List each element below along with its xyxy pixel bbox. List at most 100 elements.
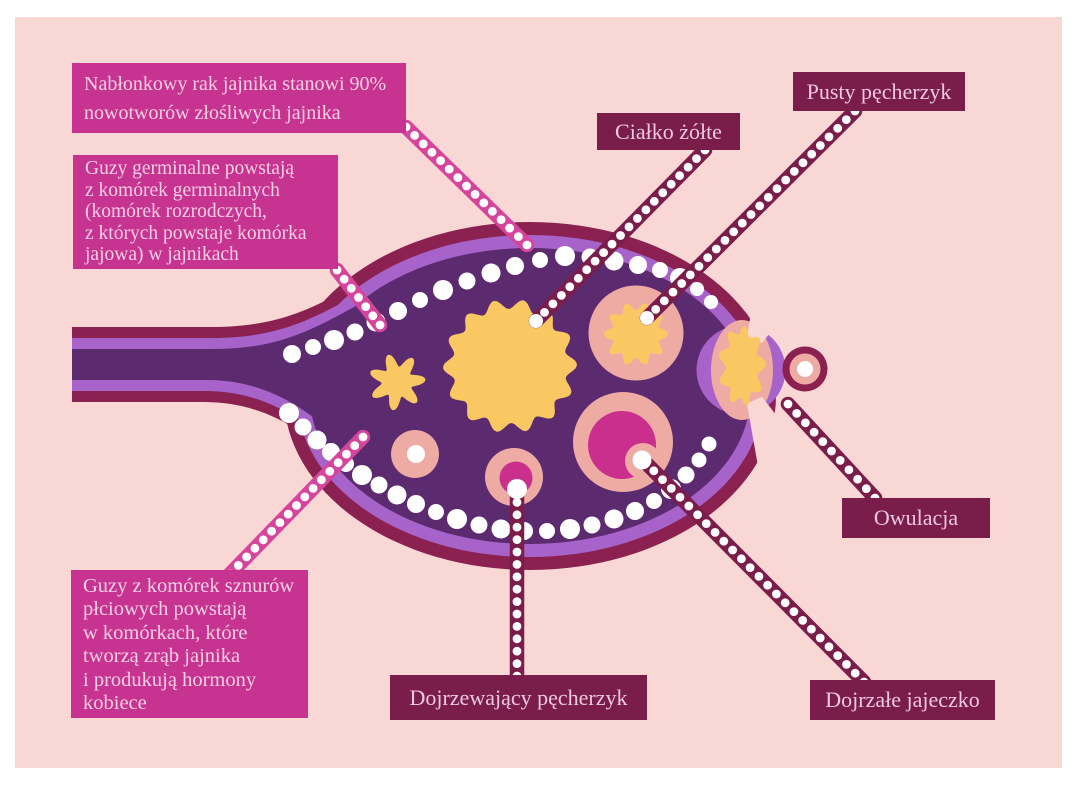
chain-maturing-bead bbox=[512, 634, 522, 644]
chain-mature-egg-bead bbox=[754, 572, 764, 581]
chain-corpus-luteum-bead bbox=[582, 265, 592, 275]
wall-dot bbox=[677, 466, 695, 484]
chain-epithelial-bead bbox=[496, 215, 506, 225]
chain-maturing-bead bbox=[512, 560, 522, 569]
wall-dot bbox=[481, 263, 501, 283]
chain-epithelial-bead bbox=[410, 131, 419, 140]
chain-corpus-luteum-bead bbox=[557, 291, 566, 300]
chain-maturing-bead bbox=[512, 584, 522, 594]
wall-dot bbox=[555, 246, 575, 266]
chain-empty-follicle-bead bbox=[720, 236, 730, 245]
chain-corpus-luteum-bead bbox=[641, 205, 651, 215]
chain-mature-egg-bead bbox=[658, 475, 667, 484]
chain-corpus-luteum-bead bbox=[675, 171, 684, 181]
chain-empty-follicle-bead bbox=[668, 287, 678, 297]
rupture-gap-bottom bbox=[746, 396, 812, 484]
chain-corpus-luteum-bead bbox=[692, 154, 701, 164]
chain-empty-follicle-bead bbox=[659, 296, 669, 306]
chain-mature-egg-bead bbox=[807, 624, 816, 634]
wall-dot bbox=[458, 272, 476, 290]
chain-germinal-bead bbox=[354, 293, 363, 302]
chain-sexcord-bead bbox=[342, 449, 351, 459]
wall-dot bbox=[307, 430, 327, 450]
chain-sexcord-bead bbox=[283, 509, 293, 519]
chain-epithelial-bead bbox=[462, 181, 471, 191]
note-line: (komórek rozrodczych, bbox=[85, 201, 267, 223]
chain-sexcord-bead bbox=[242, 552, 252, 562]
chain-ovulation-bead bbox=[853, 474, 862, 484]
chain-ovulation-bead bbox=[827, 446, 836, 456]
chain-mature-egg-bead bbox=[789, 607, 799, 616]
wall-dot bbox=[389, 302, 407, 320]
wall-dot bbox=[583, 516, 601, 534]
chain-sexcord-bead bbox=[250, 543, 260, 553]
chain-sexcord-bead bbox=[275, 518, 285, 527]
chain-mature-egg-bead bbox=[780, 598, 790, 608]
chain-corpus-luteum-bead bbox=[599, 248, 608, 257]
label-corpus-luteum: Ciałko żółte bbox=[597, 113, 740, 150]
chain-empty-follicle-bead bbox=[651, 305, 661, 314]
wall-dot bbox=[294, 418, 312, 436]
chain-mature-egg-bead bbox=[710, 528, 720, 537]
chain-empty-follicle-bead bbox=[711, 244, 721, 254]
wall-dot bbox=[447, 509, 467, 529]
chain-mature-egg-bead bbox=[701, 519, 711, 528]
wall-dot bbox=[470, 516, 488, 534]
wall-dot bbox=[560, 519, 580, 539]
label-mature-egg: Dojrzałe jajeczko bbox=[810, 680, 995, 720]
chain-maturing-bead bbox=[512, 572, 522, 582]
chain-mature-egg-bead bbox=[693, 510, 702, 520]
wall-dot bbox=[387, 485, 407, 505]
chain-sexcord-bead bbox=[317, 475, 326, 485]
chain-ovulation-bead bbox=[792, 409, 802, 418]
wall-dot bbox=[604, 509, 624, 529]
wall-dot bbox=[305, 339, 321, 355]
chain-empty-follicle-bead bbox=[789, 167, 799, 176]
chain-maturing-bead bbox=[512, 522, 522, 532]
wall-dot bbox=[691, 452, 707, 468]
chain-mature-egg-bead bbox=[824, 642, 834, 652]
note-line: nowotworów złośliwych jajnika bbox=[84, 102, 341, 124]
chain-sexcord-bead bbox=[300, 492, 310, 502]
chain-mature-egg-bead bbox=[675, 492, 685, 502]
chain-empty-follicle-bead bbox=[772, 184, 782, 194]
note-line: płciowych powstają bbox=[83, 598, 247, 621]
chain-germinal-bead bbox=[368, 311, 378, 321]
wall-dot bbox=[539, 523, 555, 539]
chain-corpus-luteum-bead bbox=[624, 222, 634, 232]
note-line: tworzą zrąb jajnika bbox=[83, 645, 241, 668]
chain-mature-egg-bead bbox=[842, 660, 851, 669]
chain-corpus-luteum-bead bbox=[649, 196, 659, 206]
ovulated-egg-core bbox=[797, 361, 813, 377]
chain-epithelial-bead bbox=[427, 147, 437, 157]
wall-dot bbox=[279, 403, 299, 423]
chain-maturing-bead bbox=[512, 498, 522, 507]
chain-mature-egg-bead bbox=[815, 633, 825, 643]
chain-germinal-bead bbox=[339, 274, 349, 284]
rupturing-follicle-core bbox=[719, 326, 766, 406]
chain-corpus-luteum-bead bbox=[548, 299, 558, 309]
chain-empty-follicle-bead bbox=[807, 149, 817, 159]
chain-ovulation-bead bbox=[801, 418, 810, 428]
chain-ovulation-bead bbox=[809, 427, 819, 437]
chain-sexcord-bead bbox=[233, 561, 243, 570]
chain-corpus-luteum-bead bbox=[616, 231, 625, 240]
label-maturing-follicle: Dojrzewający pęcherzyk bbox=[390, 675, 647, 720]
wall-dot bbox=[646, 493, 662, 509]
chain-empty-follicle-bead bbox=[833, 123, 843, 133]
chain-corpus-luteum-bead bbox=[683, 162, 693, 172]
chain-mature-egg-bead bbox=[772, 589, 781, 599]
chain-maturing-bead bbox=[512, 547, 522, 557]
wall-dot bbox=[407, 495, 425, 513]
chain-germinal-bead bbox=[375, 320, 385, 330]
chain-mature-egg-bead bbox=[745, 563, 755, 572]
label-text: Ciałko żółte bbox=[615, 118, 722, 144]
chain-epithelial-bead bbox=[522, 240, 532, 250]
chain-mature-egg-bead bbox=[728, 545, 737, 555]
wall-dot bbox=[428, 504, 444, 520]
chain-empty-follicle-bead bbox=[703, 253, 713, 262]
chain-empty-follicle-bead bbox=[746, 210, 756, 219]
chain-epithelial-bead bbox=[453, 173, 463, 183]
